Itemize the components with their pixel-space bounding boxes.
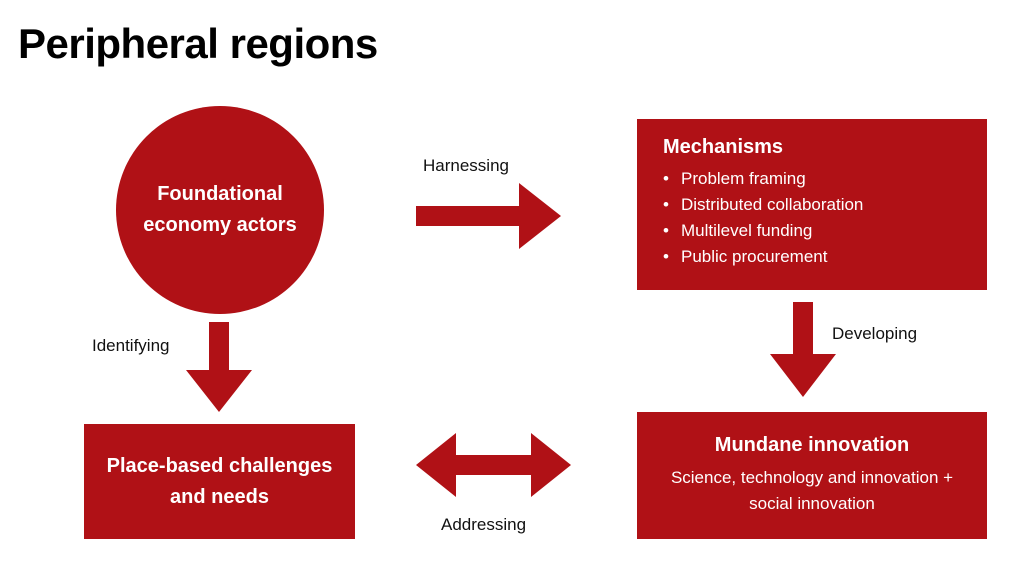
harnessing-arrow [416, 183, 561, 249]
foundational-actors-label: Foundational economy actors [143, 183, 297, 236]
mundane-innovation-title: Mundane innovation [714, 434, 910, 456]
developing-arrow [770, 302, 836, 397]
addressing-arrow [416, 433, 571, 497]
mechanisms-list: •Problem framing •Distributed collaborat… [663, 166, 863, 270]
mechanism-item: •Multilevel funding [663, 221, 813, 240]
developing-label: Developing [832, 324, 918, 343]
mundane-innovation-subtitle: Science, technology and innovation + soc… [670, 468, 954, 513]
identifying-label: Identifying [92, 336, 170, 355]
identifying-arrow [186, 322, 252, 412]
mechanism-item: •Public procurement [663, 247, 828, 266]
page-title: Peripheral regions [18, 20, 378, 67]
mundane-innovation-box: Mundane innovation Science, technology a… [637, 412, 987, 539]
foundational-actors-node: Foundational economy actors [116, 106, 324, 314]
mechanisms-title: Mechanisms [663, 136, 784, 158]
place-based-label: Place-based challenges and needs [106, 454, 333, 508]
mechanism-item: •Problem framing [663, 169, 806, 188]
place-based-box: Place-based challenges and needs [84, 424, 355, 539]
mechanism-item: •Distributed collaboration [663, 195, 864, 214]
addressing-label: Addressing [441, 515, 527, 534]
harnessing-label: Harnessing [423, 156, 509, 175]
mechanisms-box: Mechanisms •Problem framing •Distributed… [637, 119, 987, 290]
